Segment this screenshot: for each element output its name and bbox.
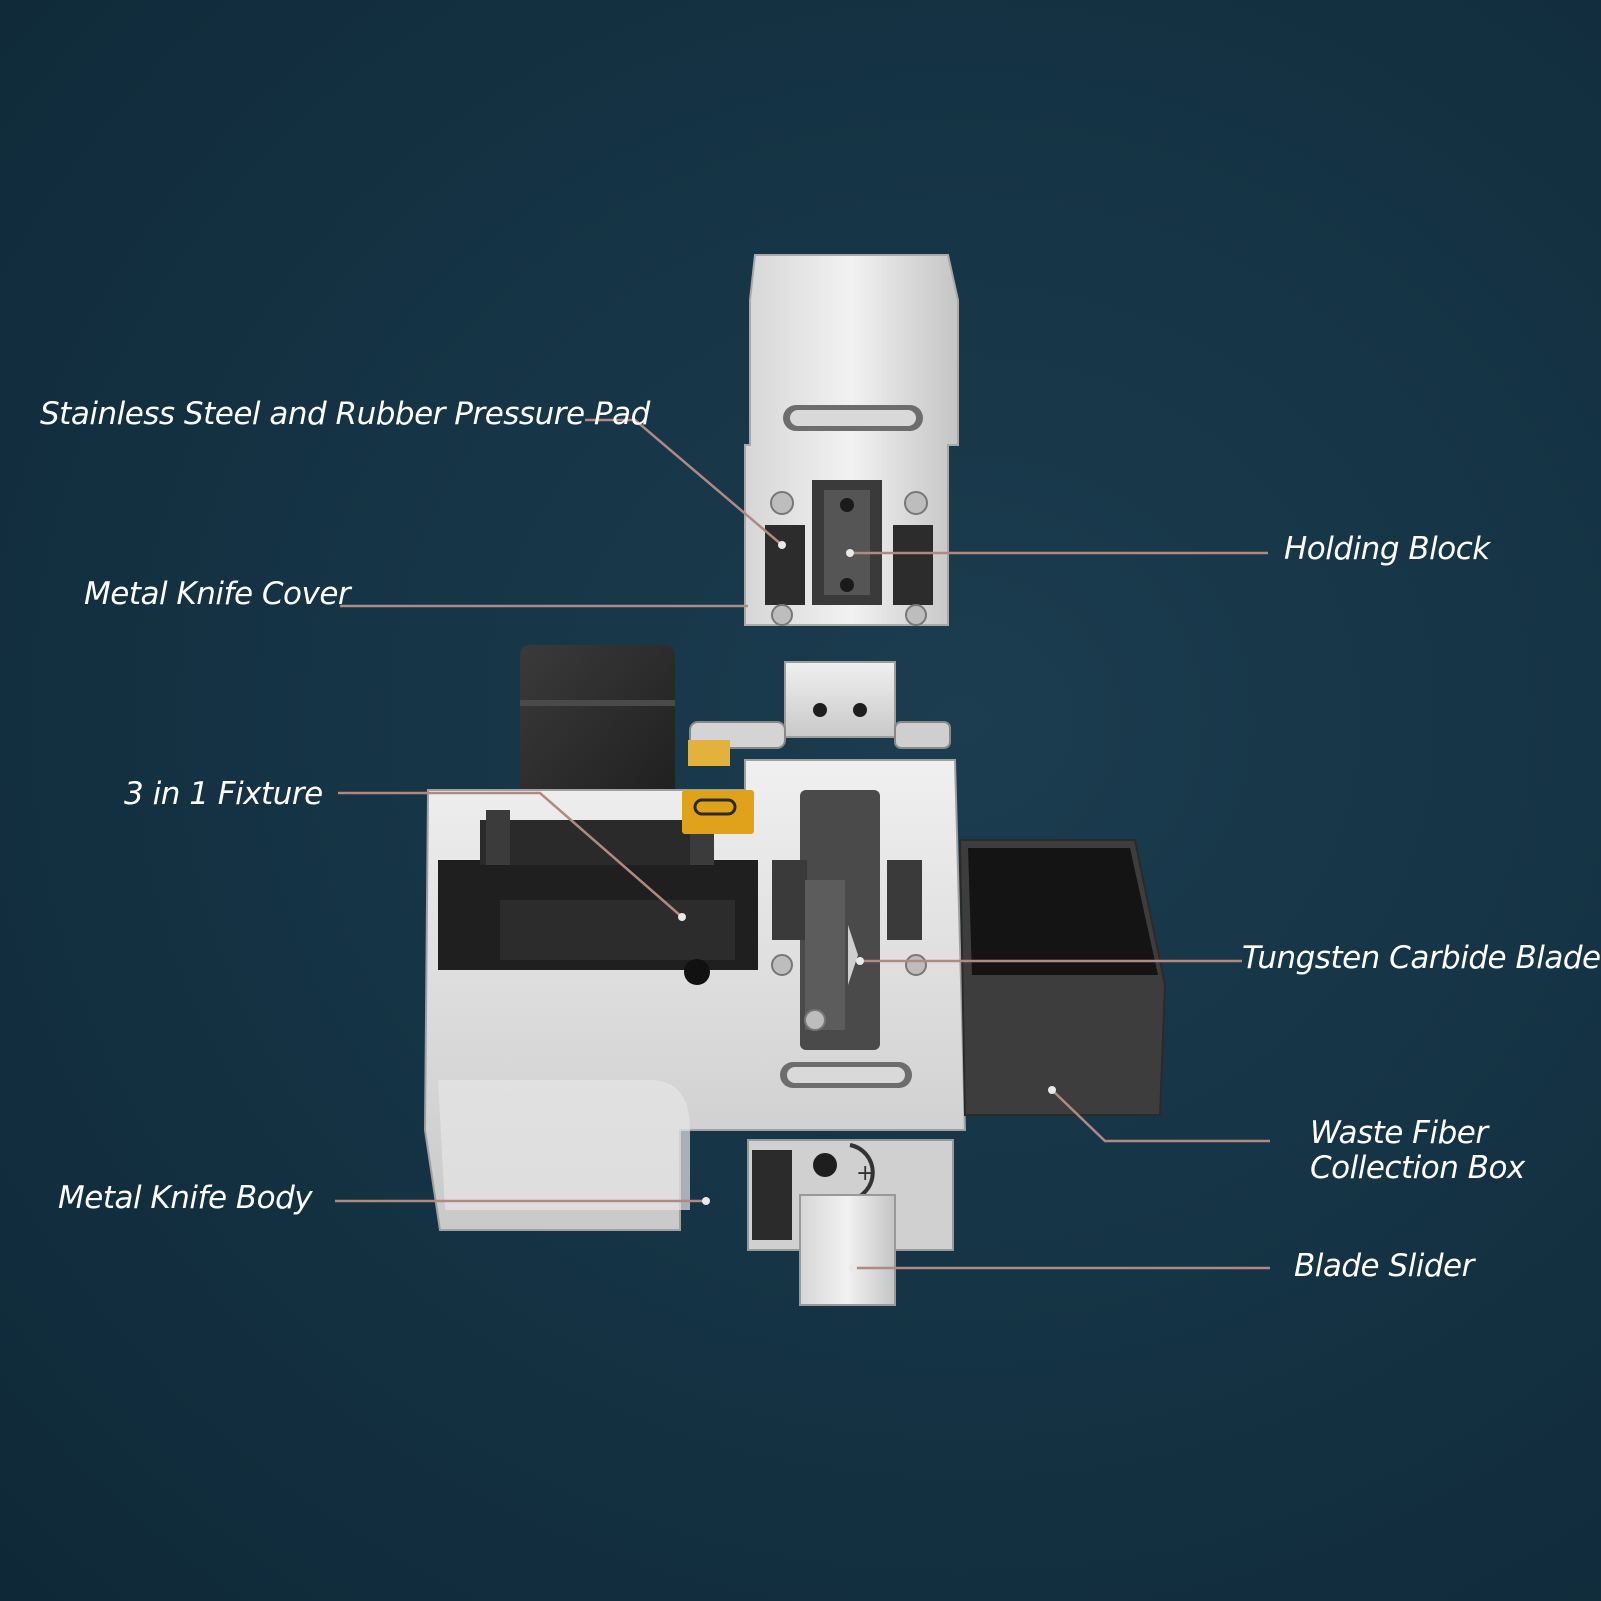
label-waste-box-line1: Waste Fiber xyxy=(1310,1115,1488,1151)
pressure-pad-right xyxy=(893,525,933,605)
blade-slider xyxy=(799,1194,896,1306)
leader-pressure-pad xyxy=(585,418,783,546)
svg-text:+: + xyxy=(856,1161,874,1186)
warning-sticker xyxy=(682,790,754,834)
leader-endpoints xyxy=(678,541,1056,1272)
tungsten-carbide-blade xyxy=(805,880,845,1030)
label-knife-body: Metal Knife Body xyxy=(58,1180,313,1216)
label-waste-box-line2: Collection Box xyxy=(1310,1150,1525,1186)
leader-lines xyxy=(335,418,1270,1270)
pressure-pad-left xyxy=(765,525,805,605)
leader-fixture xyxy=(338,791,683,918)
hinge-block xyxy=(784,661,896,738)
label-blade-slider: Blade Slider xyxy=(1294,1248,1474,1284)
leader-waste-box xyxy=(1051,1089,1270,1143)
label-blade: Tungsten Carbide Blade xyxy=(1242,940,1601,976)
fixture-clamp xyxy=(520,645,675,820)
cleaver-device: + xyxy=(423,254,1167,1306)
label-knife-cover: Metal Knife Cover xyxy=(84,576,351,612)
label-holding-block: Holding Block xyxy=(1284,531,1490,567)
label-pressure-pad: Stainless Steel and Rubber Pressure Pad xyxy=(40,396,650,432)
label-fixture: 3 in 1 Fixture xyxy=(124,776,323,812)
